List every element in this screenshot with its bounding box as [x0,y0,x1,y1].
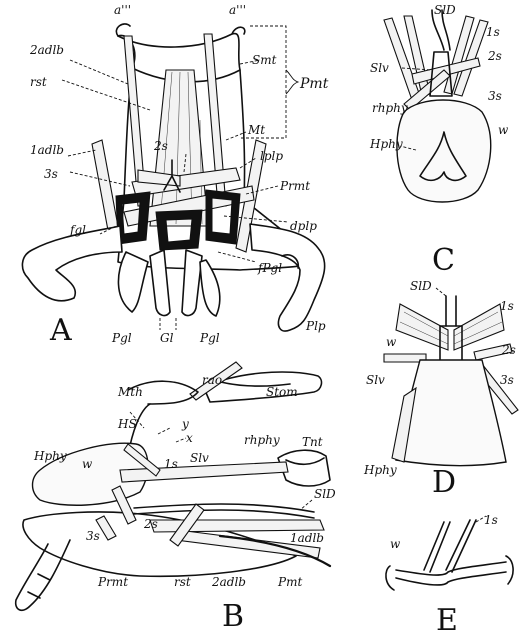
panel-c: SlD 1s Slv 2s rhphy 3s Hphy w C [369,3,509,278]
label-fgl: fgl [69,223,86,237]
label-b-mth: Mth [117,385,143,399]
label-c-1s: 1s [486,25,500,39]
label-a3-left: a''' [114,3,131,17]
label-b-hphy: Hphy [33,449,67,463]
pmt-brace [286,70,298,94]
label-b-y: y [181,417,189,431]
label-2adlb: 2adlb [29,43,64,57]
label-d-hphy: Hphy [363,463,397,477]
paraglossa-left [118,252,148,312]
label-3s: 3s [44,167,58,181]
label-c-w: w [498,123,509,137]
e-bar [396,562,506,575]
label-d-slv: Slv [366,373,385,387]
label-lplp: lplp [260,149,283,163]
label-b-1adlb: 1adlb [290,531,324,545]
panel-c-letter: C [432,243,455,278]
label-e-w: w [390,537,401,551]
label-c-rhphy: rhphy [372,101,408,115]
label-b-2adlb: 2adlb [211,575,246,589]
pmt-bracket [240,26,286,138]
label-b-pmt: Pmt [277,575,302,589]
label-d-sld: SlD [410,279,432,293]
panel-b: Mth rao Stom HS y x Hphy w 1s Slv rhphy … [16,362,336,634]
label-mt: Mt [247,123,265,137]
label-b-2s: 2s [143,517,158,531]
label-pgl-left: Pgl [111,331,132,345]
label-d-3s: 3s [500,373,514,387]
panel-a-letter: A [49,313,72,348]
label-b-w: w [82,457,93,471]
label-rst: rst [30,75,47,89]
label-a3-right: a''' [229,3,246,17]
salivary-duct-d [446,296,456,326]
panel-d: SlD 1s w 2s Slv 3s Hphy D [363,279,518,500]
panel-a: a''' a''' 2adlb rst Smt Pmt Mt 1adlb 2s … [22,3,328,348]
label-b-rao: rao [202,373,222,387]
label-smt: Smt [252,53,277,67]
label-2s: 2s [153,139,168,153]
label-pmt: Pmt [299,76,329,92]
e-arm-left [424,522,450,572]
label-d-1s: 1s [500,299,514,313]
panel-b-letter: B [222,599,244,634]
label-pgl-right: Pgl [199,331,220,345]
label-b-rst: rst [174,575,191,589]
label-prmt: Prmt [279,179,310,193]
label-fpgl: fPgl [257,261,282,275]
label-dplp: dplp [290,219,317,233]
label-gl: Gl [160,331,174,345]
label-b-stom: Stom [266,385,298,399]
apodeme-left [116,24,130,36]
label-b-rhphy: rhphy [244,433,280,447]
labial-palp-left [22,226,122,301]
label-c-hphy: Hphy [369,137,403,151]
glossa-right [182,250,202,315]
panel-d-letter: D [432,465,456,500]
hypopharynx-c [397,100,491,202]
label-b-3s: 3s [86,529,100,543]
label-e-1s: 1s [484,513,498,527]
label-c-3s: 3s [488,89,502,103]
label-c-2s: 2s [487,49,502,63]
label-d-w: w [386,335,397,349]
label-b-1s: 1s [164,457,178,471]
label-c-sld: SlD [434,3,456,17]
label-b-tnt: Tnt [302,435,323,449]
label-plp: Plp [305,319,326,333]
label-b-prmt: Prmt [97,575,128,589]
e-end-right [506,556,513,584]
e-arm-right [446,520,476,572]
panel-e: w 1s E [386,513,513,636]
label-b-sld: SlD [314,487,336,501]
e-end-left [386,566,394,590]
labial-palp-right [250,224,325,331]
panel-e-letter: E [436,603,458,636]
label-b-slv: Slv [190,451,209,465]
label-d-2s: 2s [501,343,516,357]
label-c-slv: Slv [370,61,389,75]
label-1adlb: 1adlb [30,143,64,157]
label-b-x: x [186,431,193,445]
label-b-hs: HS [117,417,137,431]
